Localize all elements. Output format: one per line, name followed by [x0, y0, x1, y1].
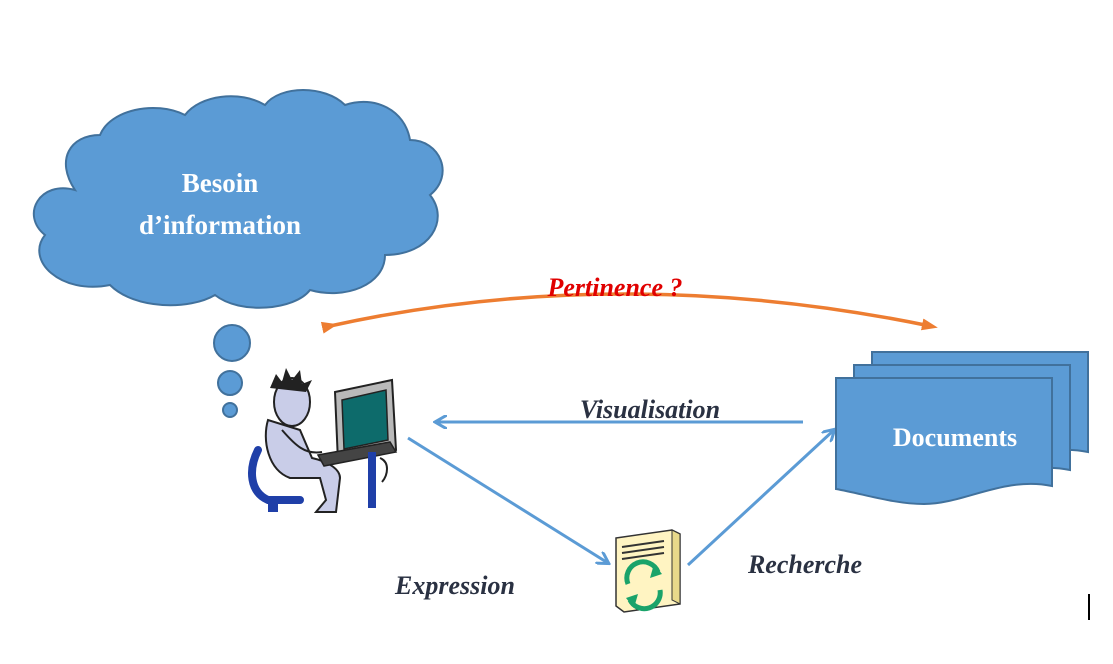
- visualisation-label: Visualisation: [580, 395, 720, 424]
- document-stack-icon: Documents: [835, 351, 1089, 506]
- expression-label: Expression: [394, 571, 515, 600]
- pertinence-label: Pertinence ?: [546, 273, 682, 302]
- thought-bubble-small: [222, 402, 238, 418]
- user-at-computer-icon: [248, 368, 398, 513]
- recherche-arrow: Recherche: [686, 430, 862, 579]
- cloud-shape: [32, 89, 444, 309]
- thought-cloud: Besoin d’information: [32, 89, 444, 309]
- recherche-line: [686, 430, 834, 567]
- expression-line: [407, 436, 608, 563]
- visualisation-arrow: Visualisation: [436, 395, 803, 424]
- documents-label: Documents: [893, 423, 1017, 452]
- text-cursor: [1088, 594, 1090, 620]
- thought-bubble-large: [213, 324, 251, 362]
- document-front: [835, 377, 1053, 506]
- expression-arrow: Expression: [394, 436, 608, 600]
- thought-bubbles: [213, 324, 251, 418]
- pertinence-arc: [320, 292, 938, 334]
- cloud-text-line1: Besoin: [182, 168, 259, 198]
- search-engine-server-icon: [615, 529, 681, 613]
- recherche-label: Recherche: [747, 550, 862, 579]
- pertinence-arrow: Pertinence ?: [320, 273, 938, 334]
- thought-bubble-medium: [217, 370, 243, 396]
- cloud-text-line2: d’information: [139, 210, 301, 240]
